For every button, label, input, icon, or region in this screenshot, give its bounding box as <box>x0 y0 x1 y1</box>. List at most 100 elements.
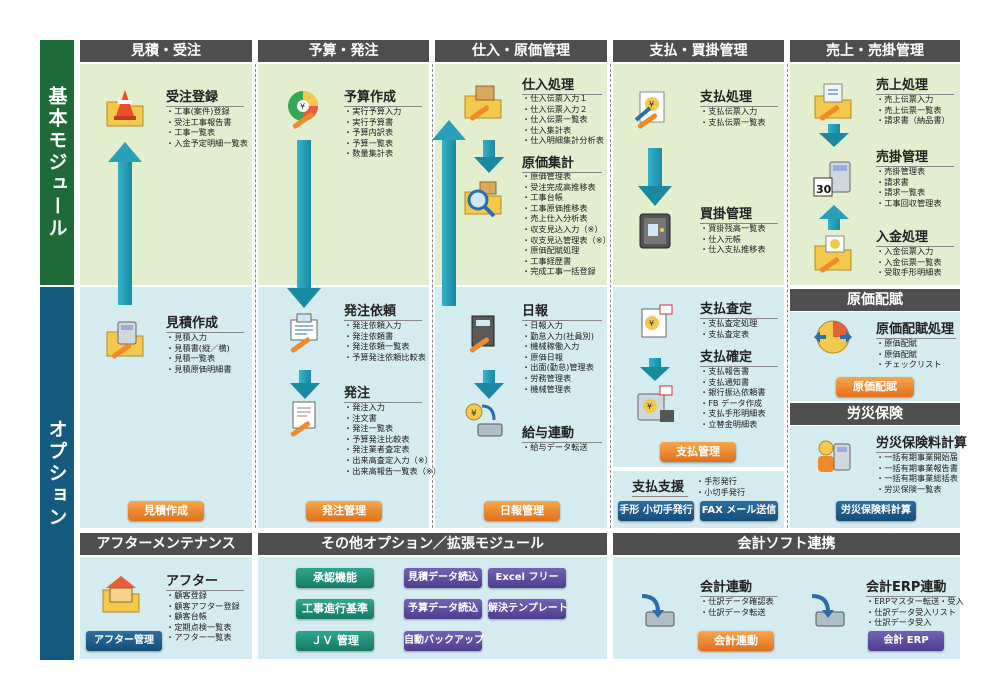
list-item: 実行予算書 <box>344 117 401 128</box>
arrow-head-down-icon <box>474 157 504 173</box>
template-button[interactable]: 解決テンプレート <box>488 599 568 619</box>
section-header-rosai: 労災保険 <box>790 403 960 425</box>
erp-transfer-icon <box>811 594 845 627</box>
basic-area-col2 <box>258 64 429 285</box>
module-list-shiire: 仕入伝票入力１仕入伝票入力２仕入伝票一覧表仕入集計表仕入明細集計分析表 <box>522 93 604 146</box>
notebook-icon <box>469 315 495 353</box>
svg-text:¥: ¥ <box>471 409 477 419</box>
divider <box>787 64 788 528</box>
section-header-other: その他オプション／拡張モジュール <box>258 533 607 555</box>
tegata-button[interactable]: 手形 小切手発行 <box>618 501 694 521</box>
list-item: 請求書（納品書） <box>876 115 950 126</box>
nippo-button[interactable]: 日報管理 <box>484 501 560 521</box>
list-item: 顧客登録 <box>166 590 240 601</box>
shonin-button[interactable]: 承認機能 <box>296 568 374 588</box>
list-item: 注文書 <box>344 413 441 424</box>
list-item: 仕入明細集計分析表 <box>522 135 604 146</box>
list-item: 収支見込入力（※） <box>522 224 611 235</box>
list-item: 予算内訳表 <box>344 127 401 138</box>
list-item: 売上仕入分析表 <box>522 213 611 224</box>
list-item: 仕入支払推移表 <box>700 244 765 255</box>
list-item: 発注業者査定表 <box>344 444 441 455</box>
kaikei-button[interactable]: 会計連動 <box>698 631 774 651</box>
list-item: 予算発注依頼比較表 <box>344 352 426 363</box>
module-title-nyukin: 入金処理 <box>876 226 954 247</box>
list-item: 一括有期事業総括表 <box>876 473 958 484</box>
list-item: チェックリスト <box>876 359 941 370</box>
list-item: 仕訳データ転送 <box>700 607 774 618</box>
list-item: 数量集計表 <box>344 148 401 159</box>
worker-calculator-icon <box>818 440 851 472</box>
flow-arrow-down-col3 <box>483 140 495 158</box>
cost-allocation-icon <box>814 320 852 354</box>
module-list-genka: 原価管理表受注完成高推移表工事台帳工事原価推移表売上仕入分析表収支見込入力（※）… <box>522 171 611 277</box>
list-item: 工事(案件)登録 <box>166 106 248 117</box>
payroll-transfer-icon: ¥ <box>465 403 503 437</box>
module-title-rosai: 労災保険料計算 <box>876 432 967 453</box>
calculator-folder-icon <box>106 321 144 359</box>
list-item: 完成工事一括登録 <box>522 266 611 277</box>
order-request-icon <box>290 313 318 353</box>
list-item: 機械稼働入力 <box>522 341 594 352</box>
haifu-button[interactable]: 原価配賦 <box>836 377 914 397</box>
list-item: 支払通知書 <box>700 377 766 388</box>
list-item: 原価管理表 <box>522 171 611 182</box>
list-item: 支払査定表 <box>700 329 757 340</box>
list-item: 出来高査定入力（※） <box>344 455 441 466</box>
section-header-kaikei: 会計ソフト連携 <box>613 533 960 555</box>
yosan-yomi-button[interactable]: 予算データ読込 <box>404 599 482 619</box>
koji-button[interactable]: 工事進行基準 <box>296 599 374 619</box>
module-list-hatchu: 発注入力注文書発注一覧表予算発注比較表発注業者査定表出来高査定入力（※）出来高報… <box>344 402 441 476</box>
list-item: 原価配賦 <box>876 338 942 349</box>
payment-confirm-icon: ¥ <box>637 385 674 422</box>
list-item: 受注完成高推移表 <box>522 182 611 193</box>
list-item: 見積原価明細書 <box>166 364 231 375</box>
list-item: 顧客台帳 <box>166 611 240 622</box>
list-item: 仕入元帳 <box>700 234 766 245</box>
mitsumori-button[interactable]: 見積作成 <box>128 501 204 521</box>
jv-button[interactable]: ＪＶ 管理 <box>296 631 374 651</box>
mitsumori-yomi-button[interactable]: 見積データ読込 <box>404 568 482 588</box>
fax-button[interactable]: FAX メール送信 <box>700 501 778 521</box>
module-list-erp: ERPマスター転送・受入仕訳データ受入リスト仕訳データ受入 <box>866 596 964 628</box>
list-item: 見積入力 <box>166 332 232 343</box>
module-list-satei: 支払査定処理支払査定表 <box>700 318 757 339</box>
excel-button[interactable]: Excel フリー <box>488 568 566 588</box>
module-title-hatchu-irai: 発注依頼 <box>344 300 422 321</box>
module-title-hatchu: 発注 <box>344 382 422 403</box>
module-list-kaikei: 仕訳データ確認表仕訳データ転送 <box>700 596 774 617</box>
list-item: 請求一覧表 <box>876 187 942 198</box>
list-item: 手形発行 <box>696 476 745 487</box>
list-item: 出来高報告一覧表（※） <box>344 466 441 477</box>
shiharai-button[interactable]: 支払管理 <box>660 442 736 462</box>
svg-text:30: 30 <box>816 183 832 196</box>
module-list-hatchu-irai: 発注依頼入力発注依頼書発注依頼一覧表予算発注依頼比較表 <box>344 320 426 362</box>
box-folder-icon <box>464 85 502 121</box>
arrow-head-down-icon <box>638 186 672 206</box>
column-header-shiharai: 支払・買掛管理 <box>613 40 784 62</box>
module-title-genka: 原価集計 <box>522 152 602 173</box>
list-item: FB データ作成 <box>700 398 766 409</box>
backup-button[interactable]: 自動バックアップ <box>404 631 484 651</box>
module-title-uriage: 売上処理 <box>876 74 954 95</box>
module-title-mitsumori: 見積作成 <box>166 312 244 333</box>
rosai-button[interactable]: 労災保険料計算 <box>836 501 916 521</box>
list-item: 仕入伝票入力１ <box>522 93 604 104</box>
erp-button[interactable]: 会計 ERP <box>868 631 944 651</box>
arrow-head-down-icon <box>474 383 504 399</box>
list-item: 支払査定処理 <box>700 318 757 329</box>
list-item: 日報入力 <box>522 320 594 331</box>
list-item: ERPマスター転送・受入 <box>866 596 964 607</box>
module-list-juchu: 工事(案件)登録受注工事報告書工事一覧表入金予定明細一覧表 <box>166 106 248 148</box>
module-title-satei: 支払査定 <box>700 298 778 319</box>
module-list-haifu: 原価配賦原価配賦チェックリスト <box>876 338 942 370</box>
flow-arrow-down-col3b <box>483 370 495 384</box>
hatchu-button[interactable]: 発注管理 <box>306 501 382 521</box>
list-item: 顧客アフター登録 <box>166 601 240 612</box>
module-list-yosan: 実行予算入力実行予算書予算内訳表予算一覧表数量集計表 <box>344 106 401 159</box>
column-header-mitsumori: 見積・受注 <box>80 40 252 62</box>
section-header-after: アフターメンテナンス <box>80 533 252 555</box>
module-title-juchu: 受注登録 <box>166 86 244 107</box>
flow-arrow-down-col4b <box>649 358 661 368</box>
after-button[interactable]: アフター管理 <box>86 631 162 651</box>
